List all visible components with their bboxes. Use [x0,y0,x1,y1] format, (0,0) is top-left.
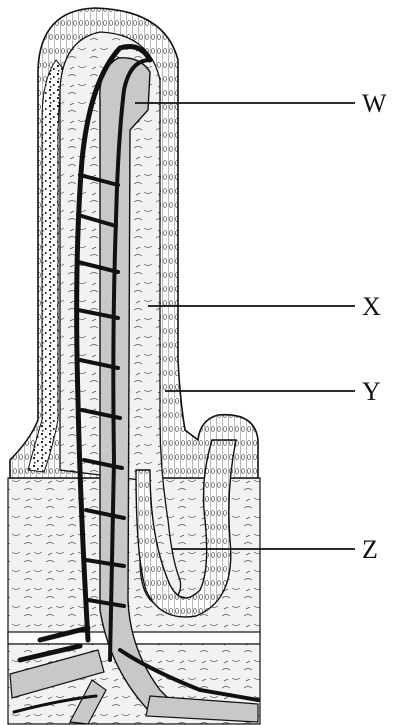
label-w: W [362,89,387,118]
label-x: X [362,292,381,321]
label-y: Y [362,377,381,406]
label-z: Z [362,535,378,564]
